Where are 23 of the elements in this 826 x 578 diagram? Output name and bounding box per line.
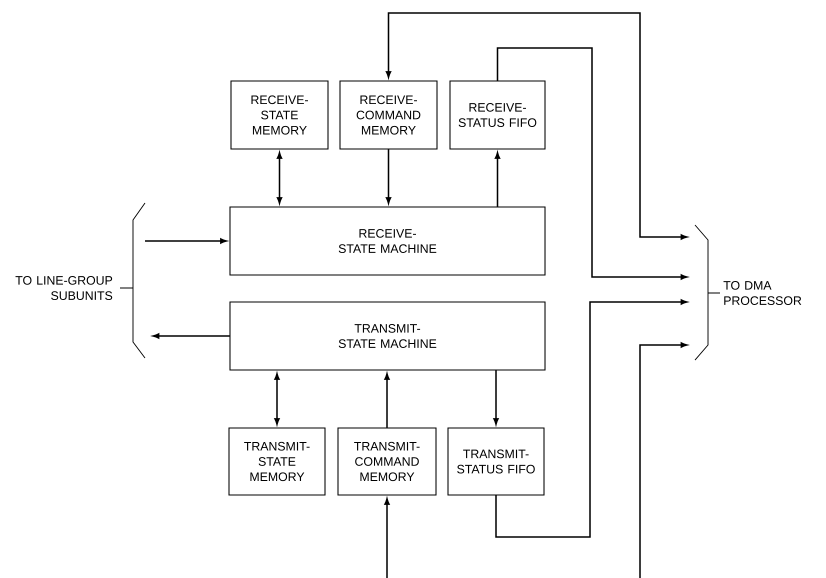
arrow [276,152,282,204]
memory-box: TRANSMIT-COMMAND MEMORY [337,427,437,496]
arrow [384,373,390,428]
memory-box: RECEIVE-COMMAND MEMORY [339,80,438,150]
state-machine-box: TRANSMIT-STATE MACHINE [229,301,546,371]
arrow [496,47,688,280]
arrow [495,299,688,538]
memory-box: TRANSMIT-STATUS FIFO [447,427,545,496]
arrow [386,150,392,204]
memory-box: RECEIVE-STATE MEMORY [230,80,329,150]
arrow [274,373,280,425]
arrow [493,370,499,425]
memory-box: RECEIVE-STATUS FIFO [449,80,546,150]
state-machine-box: RECEIVE-STATE MACHINE [229,206,546,276]
arrow [494,152,500,206]
arrow [152,333,230,339]
port-label: TO DMA PROCESSOR [724,281,802,305]
arrow [639,342,688,578]
arrow [384,498,390,578]
memory-box: TRANSMIT-STATE MEMORY [228,427,326,496]
arrow [145,238,227,244]
arrow [386,12,688,240]
port-label: TO LINE-GROUP SUBUNITS [16,276,112,300]
